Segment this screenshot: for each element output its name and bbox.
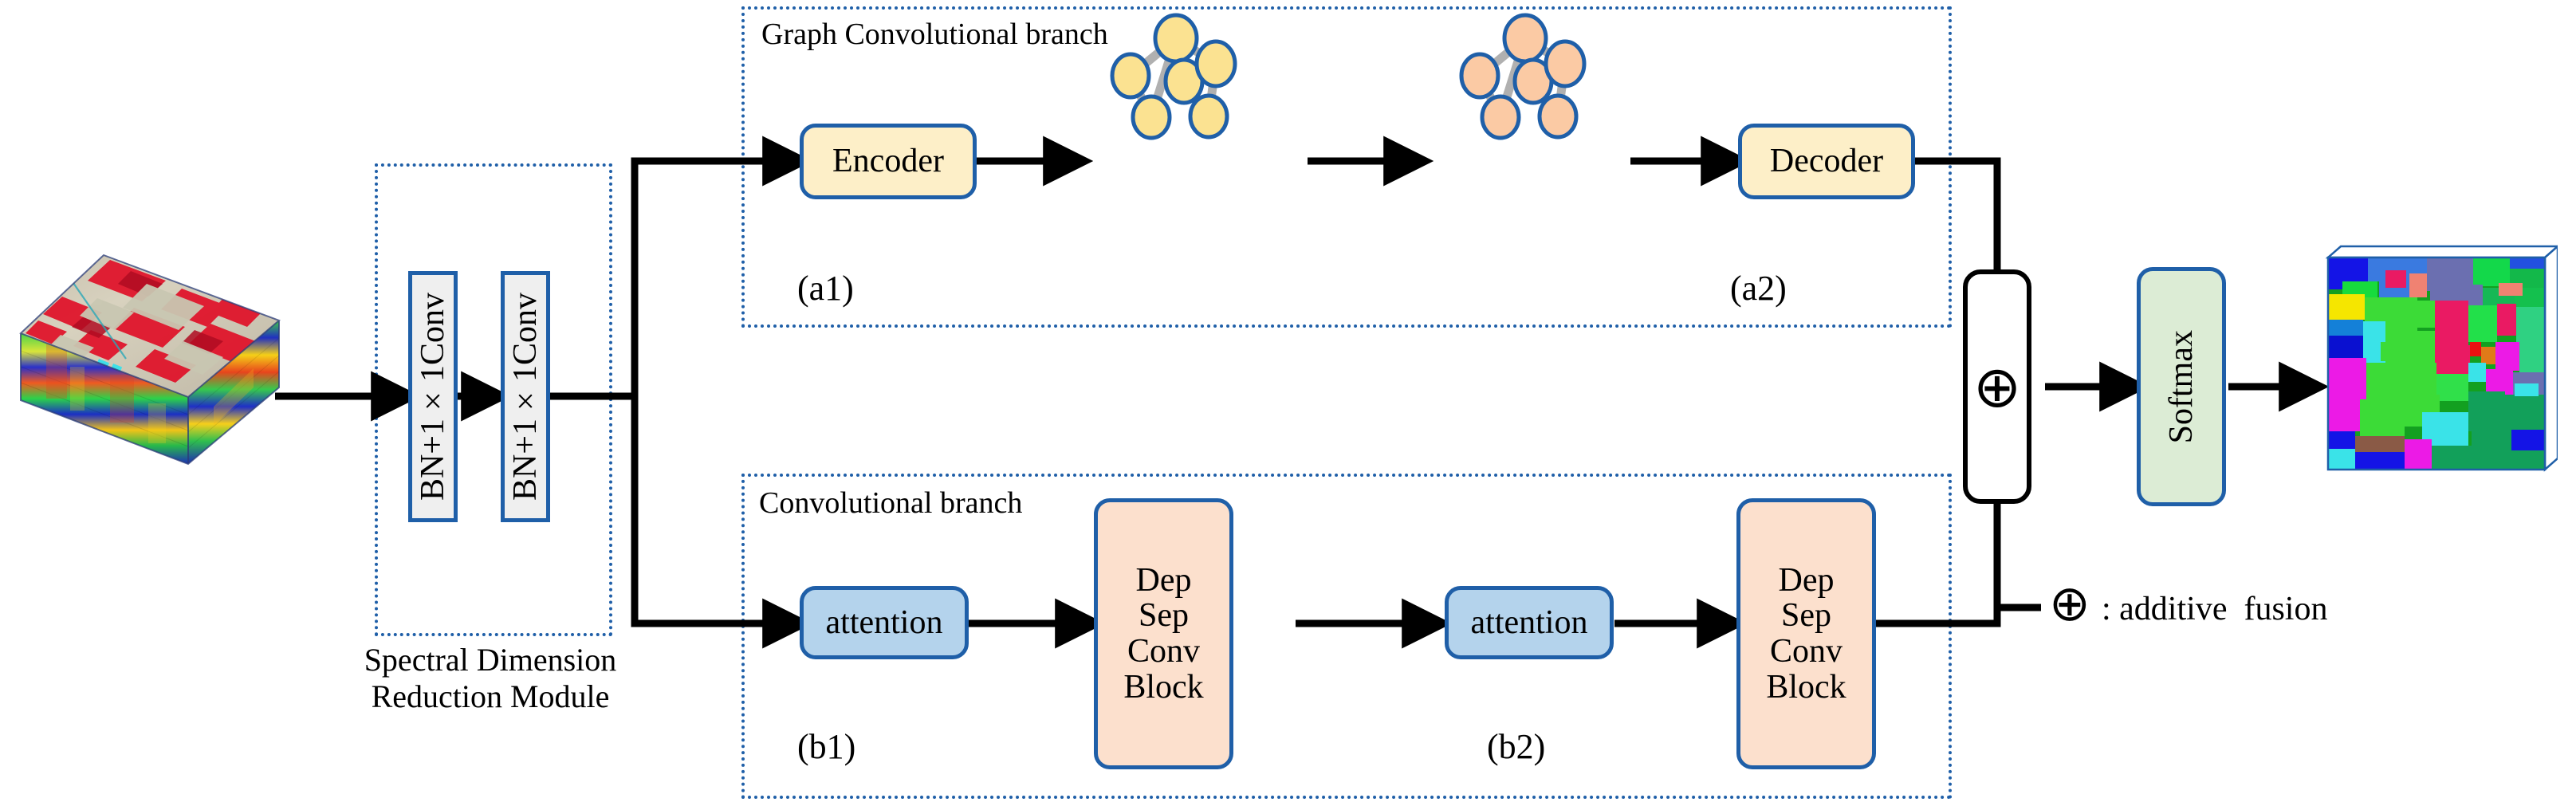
stage-label-a2: (a2) bbox=[1730, 269, 1787, 308]
encoder-block[interactable]: Encoder bbox=[800, 124, 977, 199]
decoder-block[interactable]: Decoder bbox=[1738, 124, 1915, 199]
graph-stage-2 bbox=[1459, 13, 1587, 140]
depsep-conv-block-2[interactable]: Dep Sep Conv Block bbox=[1736, 498, 1876, 769]
stage-label-a1: (a1) bbox=[797, 269, 854, 308]
attention-block-2-label: attention bbox=[1470, 604, 1588, 641]
conv-branch-container bbox=[741, 474, 1952, 799]
attention-block-1[interactable]: attention bbox=[800, 586, 969, 659]
encoder-label: Encoder bbox=[832, 143, 944, 180]
softmax-label: Softmax bbox=[2162, 329, 2200, 444]
depsep-conv-block-1[interactable]: Dep Sep Conv Block bbox=[1094, 498, 1233, 769]
spectral-module-caption: Spectral Dimension Reduction Module bbox=[364, 642, 617, 714]
attention-block-1-label: attention bbox=[825, 604, 943, 641]
graph-stage-1 bbox=[1110, 13, 1237, 140]
conv-branch-title: Convolutional branch bbox=[759, 486, 1023, 520]
stage-label-b2: (b2) bbox=[1487, 727, 1546, 766]
bn-conv-block-2[interactable]: BN+1×1Conv bbox=[501, 271, 550, 522]
classification-map bbox=[2325, 245, 2558, 472]
bn-conv-block-1-label: BN+1×1Conv bbox=[414, 292, 451, 501]
depsep-conv-block-1-label: Dep Sep Conv Block bbox=[1123, 561, 1204, 706]
stage-label-b1: (b1) bbox=[797, 727, 856, 766]
bn-conv-block-1[interactable]: BN+1×1Conv bbox=[408, 271, 458, 522]
bn-conv-block-2-label: BN+1×1Conv bbox=[506, 292, 544, 501]
softmax-block[interactable]: Softmax bbox=[2137, 267, 2226, 506]
graph-branch-title: Graph Convolutional branch bbox=[761, 18, 1108, 51]
decoder-label: Decoder bbox=[1769, 143, 1884, 180]
hyperspectral-cube bbox=[19, 254, 281, 466]
legend-fusion-icon: ⊕ bbox=[2049, 574, 2090, 632]
fusion-capsule[interactable]: ⊕ bbox=[1963, 269, 2031, 504]
attention-block-2[interactable]: attention bbox=[1445, 586, 1614, 659]
depsep-conv-block-2-label: Dep Sep Conv Block bbox=[1766, 561, 1846, 706]
legend-fusion-text: : additive fusion bbox=[2102, 591, 2328, 627]
additive-fusion-icon: ⊕ bbox=[1972, 353, 2022, 420]
